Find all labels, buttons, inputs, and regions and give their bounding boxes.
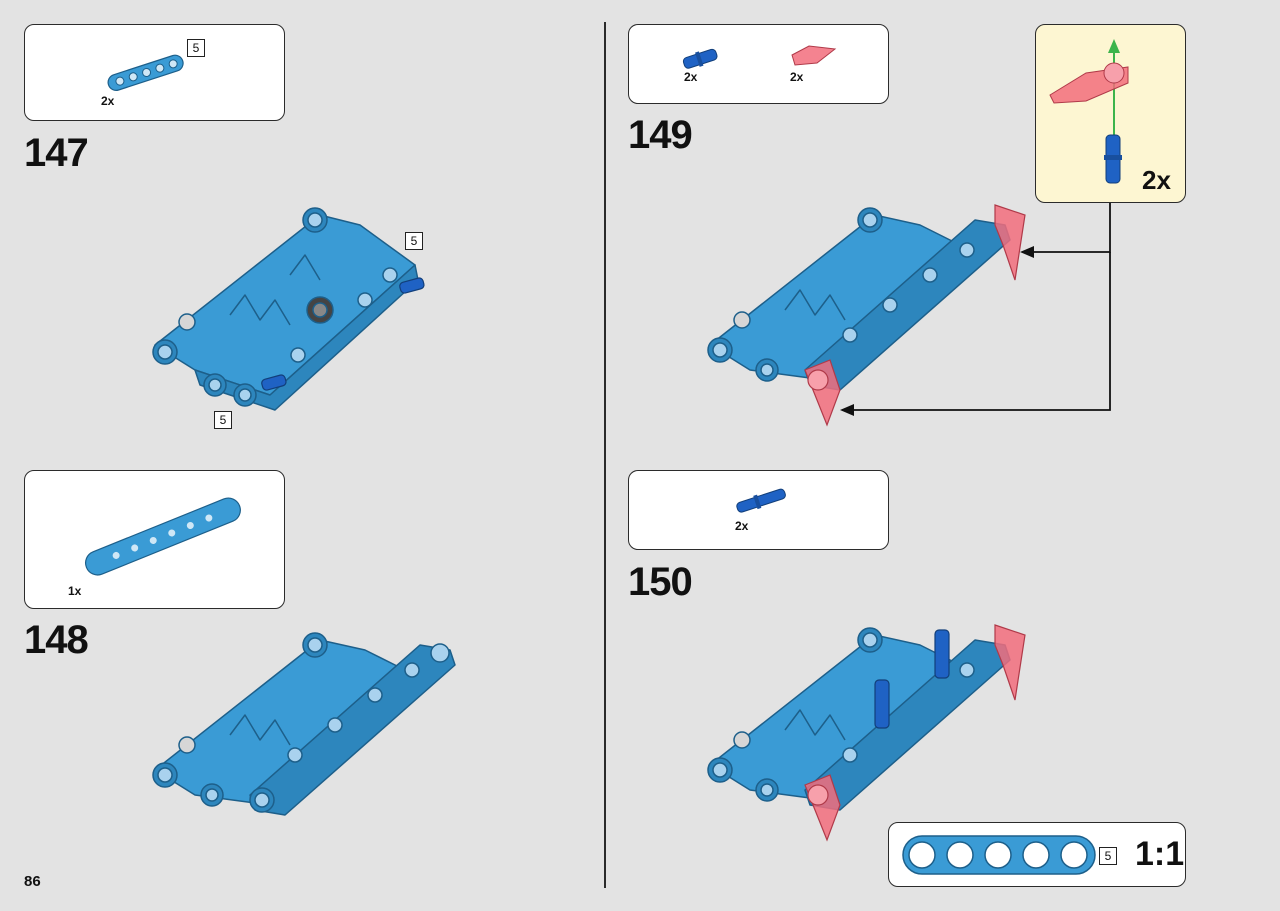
beam-5-icon (107, 54, 184, 91)
step-number-149: 149 (628, 113, 693, 157)
part-qty: 1x (68, 584, 82, 598)
sub-assembly-qty: 2x (1142, 165, 1171, 195)
part-qty: 2x (101, 94, 115, 108)
panel-beam-icon (84, 497, 241, 576)
red-wedge-icon (791, 45, 837, 66)
placement-arrows (840, 203, 1111, 416)
beam-5-actual-size (902, 835, 1096, 875)
assembly-149 (707, 204, 1026, 427)
page-divider (604, 22, 606, 888)
part-qty: 2x (735, 519, 749, 533)
sub-assembly-callout: 2x (1035, 24, 1186, 203)
assembly-148 (152, 632, 456, 816)
sub-assembly-diagram (1049, 39, 1129, 184)
parts-callout-148: 1x (24, 470, 285, 609)
step-number-148: 148 (24, 618, 89, 662)
blue-pin-icon (682, 48, 718, 69)
assembly-147 (152, 207, 425, 411)
step-number-150: 150 (628, 560, 693, 604)
parts-callout-147: 2x 5 (24, 24, 285, 121)
length-badge: 5 (405, 232, 423, 250)
scale-reference-box: 5 1:1 (888, 822, 1186, 887)
part-qty: 2x (790, 70, 804, 84)
part-qty: 2x (684, 70, 698, 84)
long-blue-pin-icon (736, 488, 786, 513)
parts-callout-150: 2x (628, 470, 889, 550)
length-badge: 5 (187, 39, 205, 57)
parts-callout-149: 2x 2x (628, 24, 889, 104)
step-number-147: 147 (24, 131, 89, 175)
page-number: 86 (24, 873, 41, 890)
assembly-150 (707, 624, 1026, 842)
length-badge: 5 (214, 411, 232, 429)
scale-ratio: 1:1 (1135, 835, 1185, 873)
length-badge: 5 (1099, 847, 1117, 865)
